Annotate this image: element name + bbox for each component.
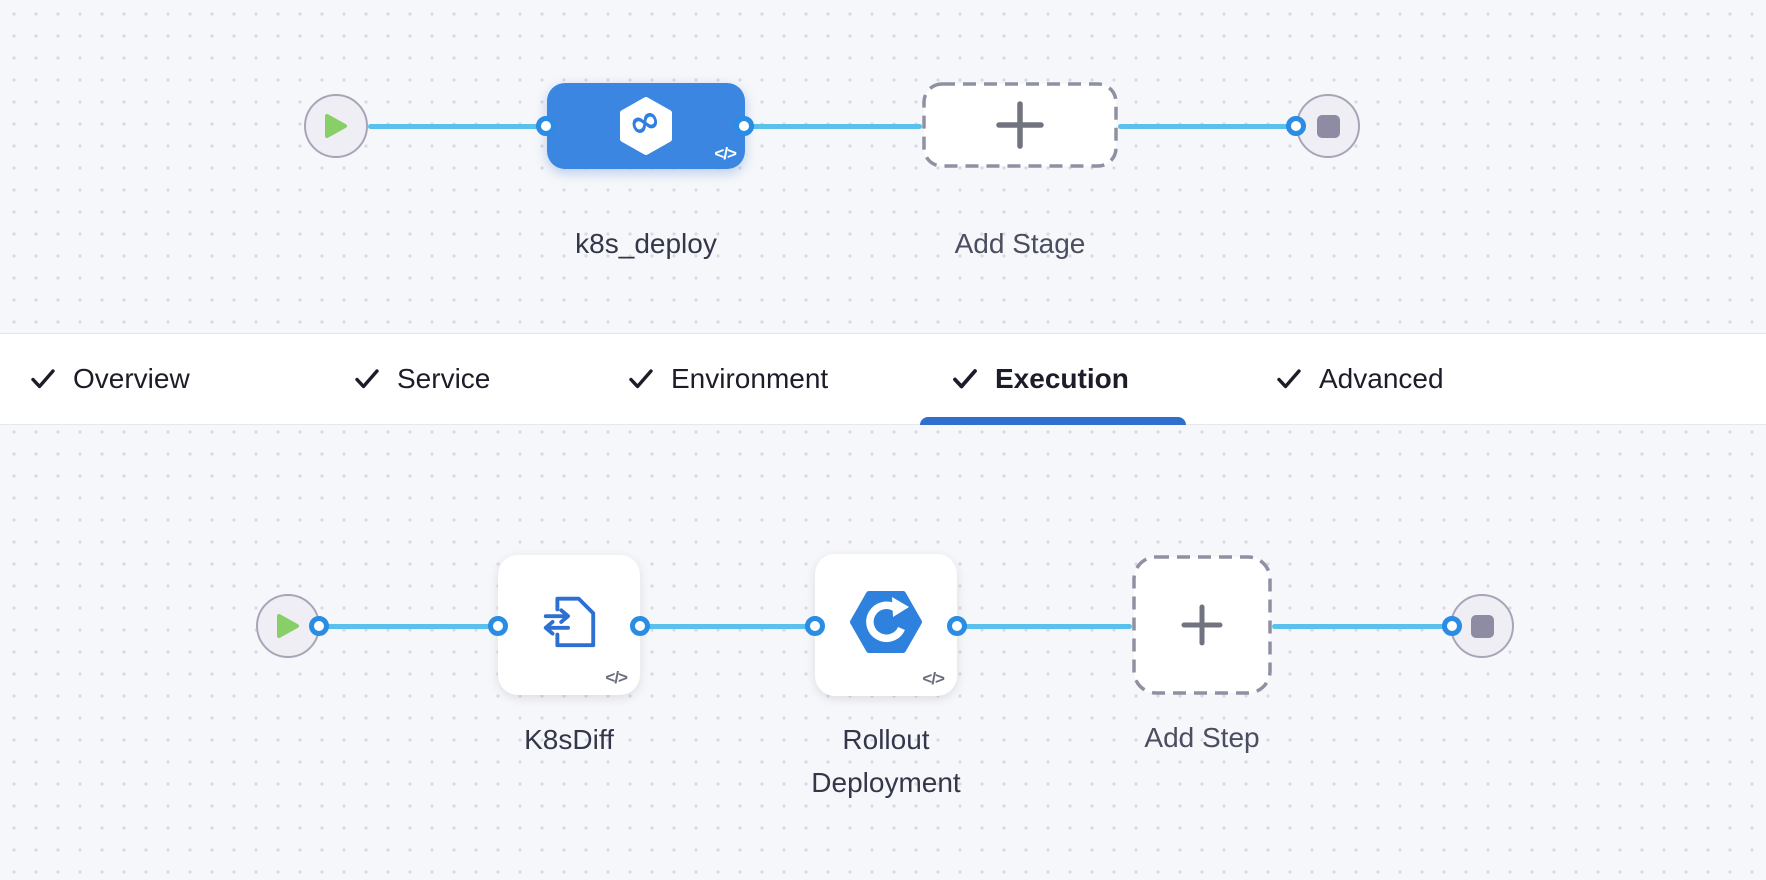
k8sdiff-port-in[interactable] — [488, 616, 508, 636]
tab-label: Environment — [671, 363, 829, 394]
tab-label: Service — [397, 363, 491, 394]
stage-port-in[interactable] — [536, 116, 556, 136]
step-node-k8sdiff[interactable]: </> — [498, 555, 640, 695]
step-edge-4 — [1272, 624, 1452, 629]
rollout-port-in[interactable] — [805, 616, 825, 636]
check-icon — [355, 369, 379, 389]
check-icon — [1277, 369, 1301, 389]
plus-icon — [996, 101, 1044, 149]
execution-start-port[interactable] — [309, 616, 329, 636]
tab-label: Execution — [995, 363, 1129, 394]
execution-end-port[interactable] — [1442, 616, 1462, 636]
tab-execution[interactable]: Execution — [952, 334, 1129, 424]
stage-edge-end — [1118, 124, 1296, 129]
stage-label: k8s_deploy — [575, 228, 717, 259]
k8s-diff-icon — [543, 596, 596, 648]
check-icon — [953, 369, 977, 389]
play-icon — [277, 614, 299, 638]
stage-edge-start — [368, 124, 546, 129]
harness-stage-icon: ∞ — [620, 96, 672, 155]
step-edge-1 — [319, 624, 498, 629]
code-badge-icon: </> — [605, 668, 628, 687]
step-edge-3 — [957, 624, 1132, 629]
tab-service[interactable]: Service — [354, 334, 490, 424]
stage-start-node — [304, 94, 368, 158]
code-badge-icon: </> — [922, 669, 945, 688]
check-icon — [629, 369, 653, 389]
tab-overview[interactable]: Overview — [30, 334, 190, 424]
step-label-k8sdiff: K8sDiff — [524, 724, 614, 755]
stage-port-out[interactable] — [734, 116, 754, 136]
k8sdiff-port-out[interactable] — [630, 616, 650, 636]
tab-label: Advanced — [1319, 363, 1444, 394]
step-label-rollout-deployment: Rollout Deployment — [811, 724, 961, 798]
stage-edge-mid — [744, 124, 922, 129]
tab-label: Overview — [73, 363, 190, 394]
code-badge-icon: </> — [714, 144, 737, 163]
plus-icon — [1181, 604, 1223, 646]
add-step-button[interactable] — [1132, 555, 1272, 695]
stage-config-tabbar: Overview Service Environment Execution A… — [0, 333, 1766, 425]
tab-environment[interactable]: Environment — [628, 334, 828, 424]
add-stage-label: Add Stage — [954, 228, 1086, 259]
rollout-deployment-icon — [850, 591, 922, 653]
active-tab-underline — [920, 417, 1186, 425]
add-stage-button[interactable] — [922, 82, 1118, 168]
add-step-label: Add Step — [1144, 722, 1260, 753]
stop-icon — [1470, 614, 1494, 638]
stage-end-node — [1296, 94, 1360, 158]
play-icon — [325, 114, 347, 138]
step-node-rollout-deployment[interactable]: </> — [815, 554, 957, 696]
stage-node-k8s-deploy[interactable]: ∞ </> — [547, 83, 745, 169]
rollout-port-out[interactable] — [947, 616, 967, 636]
check-icon — [31, 369, 55, 389]
tab-advanced[interactable]: Advanced — [1276, 334, 1444, 424]
step-edge-2 — [640, 624, 815, 629]
stage-end-port[interactable] — [1286, 116, 1306, 136]
stop-icon — [1316, 114, 1340, 138]
